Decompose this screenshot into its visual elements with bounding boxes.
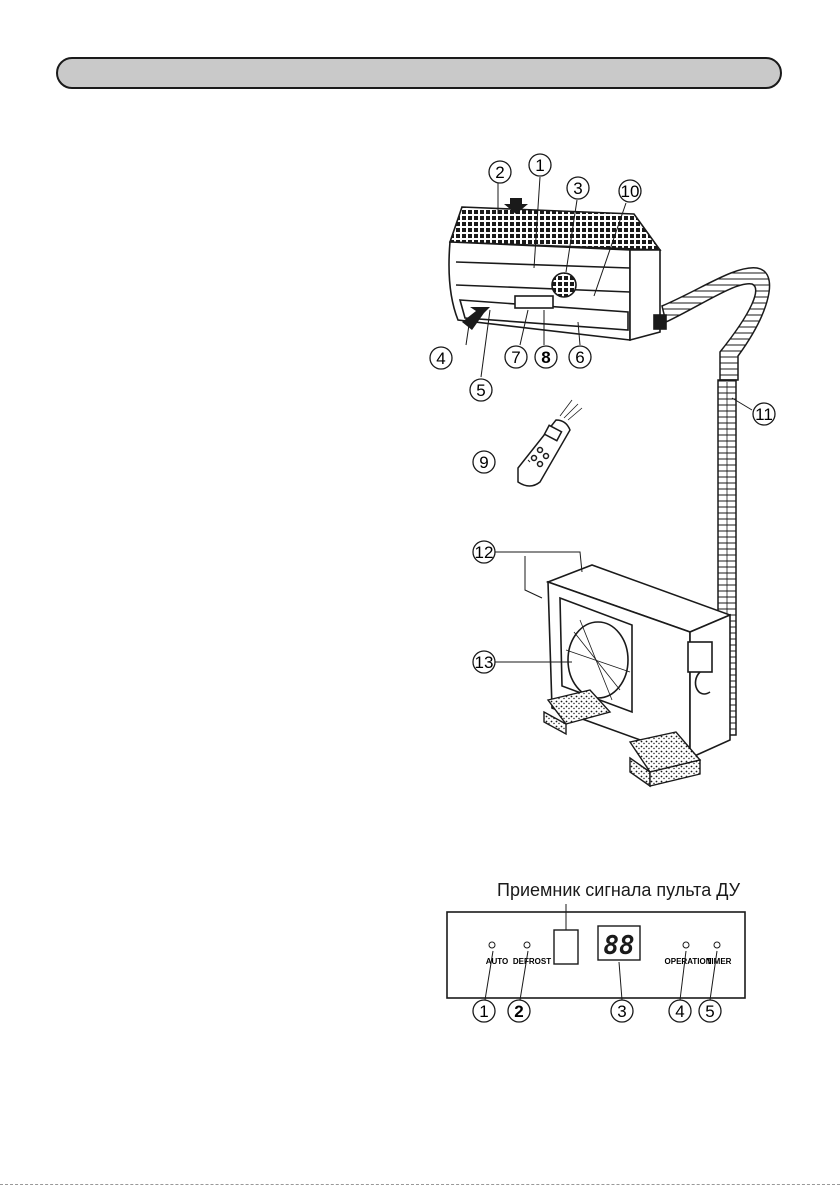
svg-text:10: 10 [621,182,640,201]
callout-4: 4 [430,347,452,369]
callout-5: 5 [470,379,492,401]
auto-label: AUTO [486,957,509,966]
panel-callout-3: 3 [611,1000,633,1022]
callout-7: 7 [505,346,527,368]
svg-text:1: 1 [479,1002,488,1021]
svg-text:8: 8 [541,348,550,367]
callout-8: 8 [535,346,557,368]
callout-13: 13 [473,651,495,673]
callout-12: 12 [473,541,495,563]
panel-callout-2: 2 [508,1000,530,1022]
operation-label: OPERATION [665,957,712,966]
auto-led-icon [489,942,495,948]
timer-led-icon [714,942,720,948]
outdoor-unit [548,565,730,758]
panel-callout-1: 1 [473,1000,495,1022]
svg-text:2: 2 [495,163,504,182]
indoor-unit [449,207,666,340]
callout-6: 6 [569,346,591,368]
callout-9: 9 [473,451,495,473]
defrost-led-icon [524,942,530,948]
svg-text:11: 11 [755,405,773,424]
svg-text:3: 3 [617,1002,626,1021]
defrost-label: DEFROST [513,957,551,966]
svg-text:2: 2 [514,1002,523,1021]
timer-label: TIMER [707,957,732,966]
callout-1: 1 [529,154,551,176]
svg-text:5: 5 [705,1002,714,1021]
callout-11: 11 [753,403,775,425]
remote-controller [518,400,582,486]
svg-text:9: 9 [479,453,488,472]
svg-text:5: 5 [476,381,485,400]
callout-3: 3 [567,177,589,199]
panel-callout-4: 4 [669,1000,691,1022]
svg-text:1: 1 [535,156,544,175]
callout-2: 2 [489,161,511,183]
svg-text:7: 7 [511,348,520,367]
panel-callouts: 1 2 3 4 5 [473,1000,721,1022]
indicator-panel: 88 AUTO DEFROST OPERATION TIMER [447,904,745,1000]
svg-text:3: 3 [573,179,582,198]
display-digits: 88 [603,931,634,961]
svg-text:13: 13 [475,653,494,672]
ir-receiver-window [554,930,578,964]
callout-10: 10 [619,180,641,202]
svg-text:12: 12 [475,543,494,562]
panel-callout-5: 5 [699,1000,721,1022]
svg-text:4: 4 [675,1002,684,1021]
receiver-caption: Приемник сигнала пульта ДУ [497,880,740,901]
svg-text:4: 4 [436,349,445,368]
page-bottom-rule [0,1184,840,1185]
svg-text:6: 6 [575,348,584,367]
operation-led-icon [683,942,689,948]
